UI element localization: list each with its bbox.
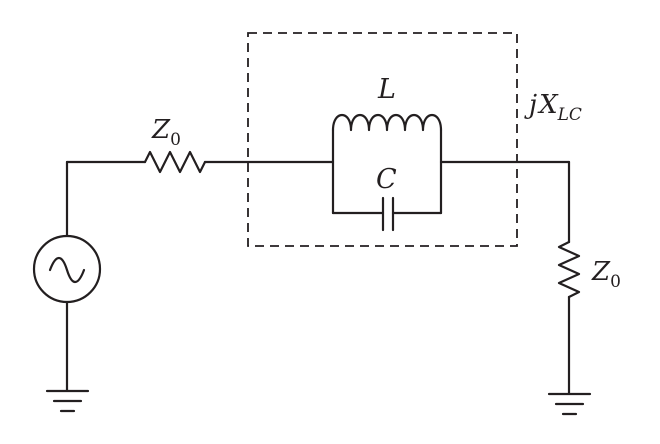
sine-wave-icon bbox=[48, 256, 86, 284]
load-impedance-label: Z0 bbox=[591, 257, 621, 292]
capacitor-label: C bbox=[376, 164, 397, 195]
capacitor bbox=[331, 196, 443, 232]
source-resistor bbox=[143, 150, 207, 174]
ground-symbol-left bbox=[45, 389, 90, 413]
ac-source bbox=[32, 160, 102, 392]
ground-symbol-right bbox=[547, 392, 592, 416]
inductor-label: L bbox=[377, 74, 396, 105]
lc-tank bbox=[331, 113, 443, 232]
inductor bbox=[331, 113, 443, 132]
reactance-label: jXLC bbox=[524, 90, 582, 125]
source-impedance-label: Z0 bbox=[151, 115, 181, 150]
load-resistor bbox=[557, 240, 581, 299]
lc-enclosure-box bbox=[247, 32, 518, 247]
